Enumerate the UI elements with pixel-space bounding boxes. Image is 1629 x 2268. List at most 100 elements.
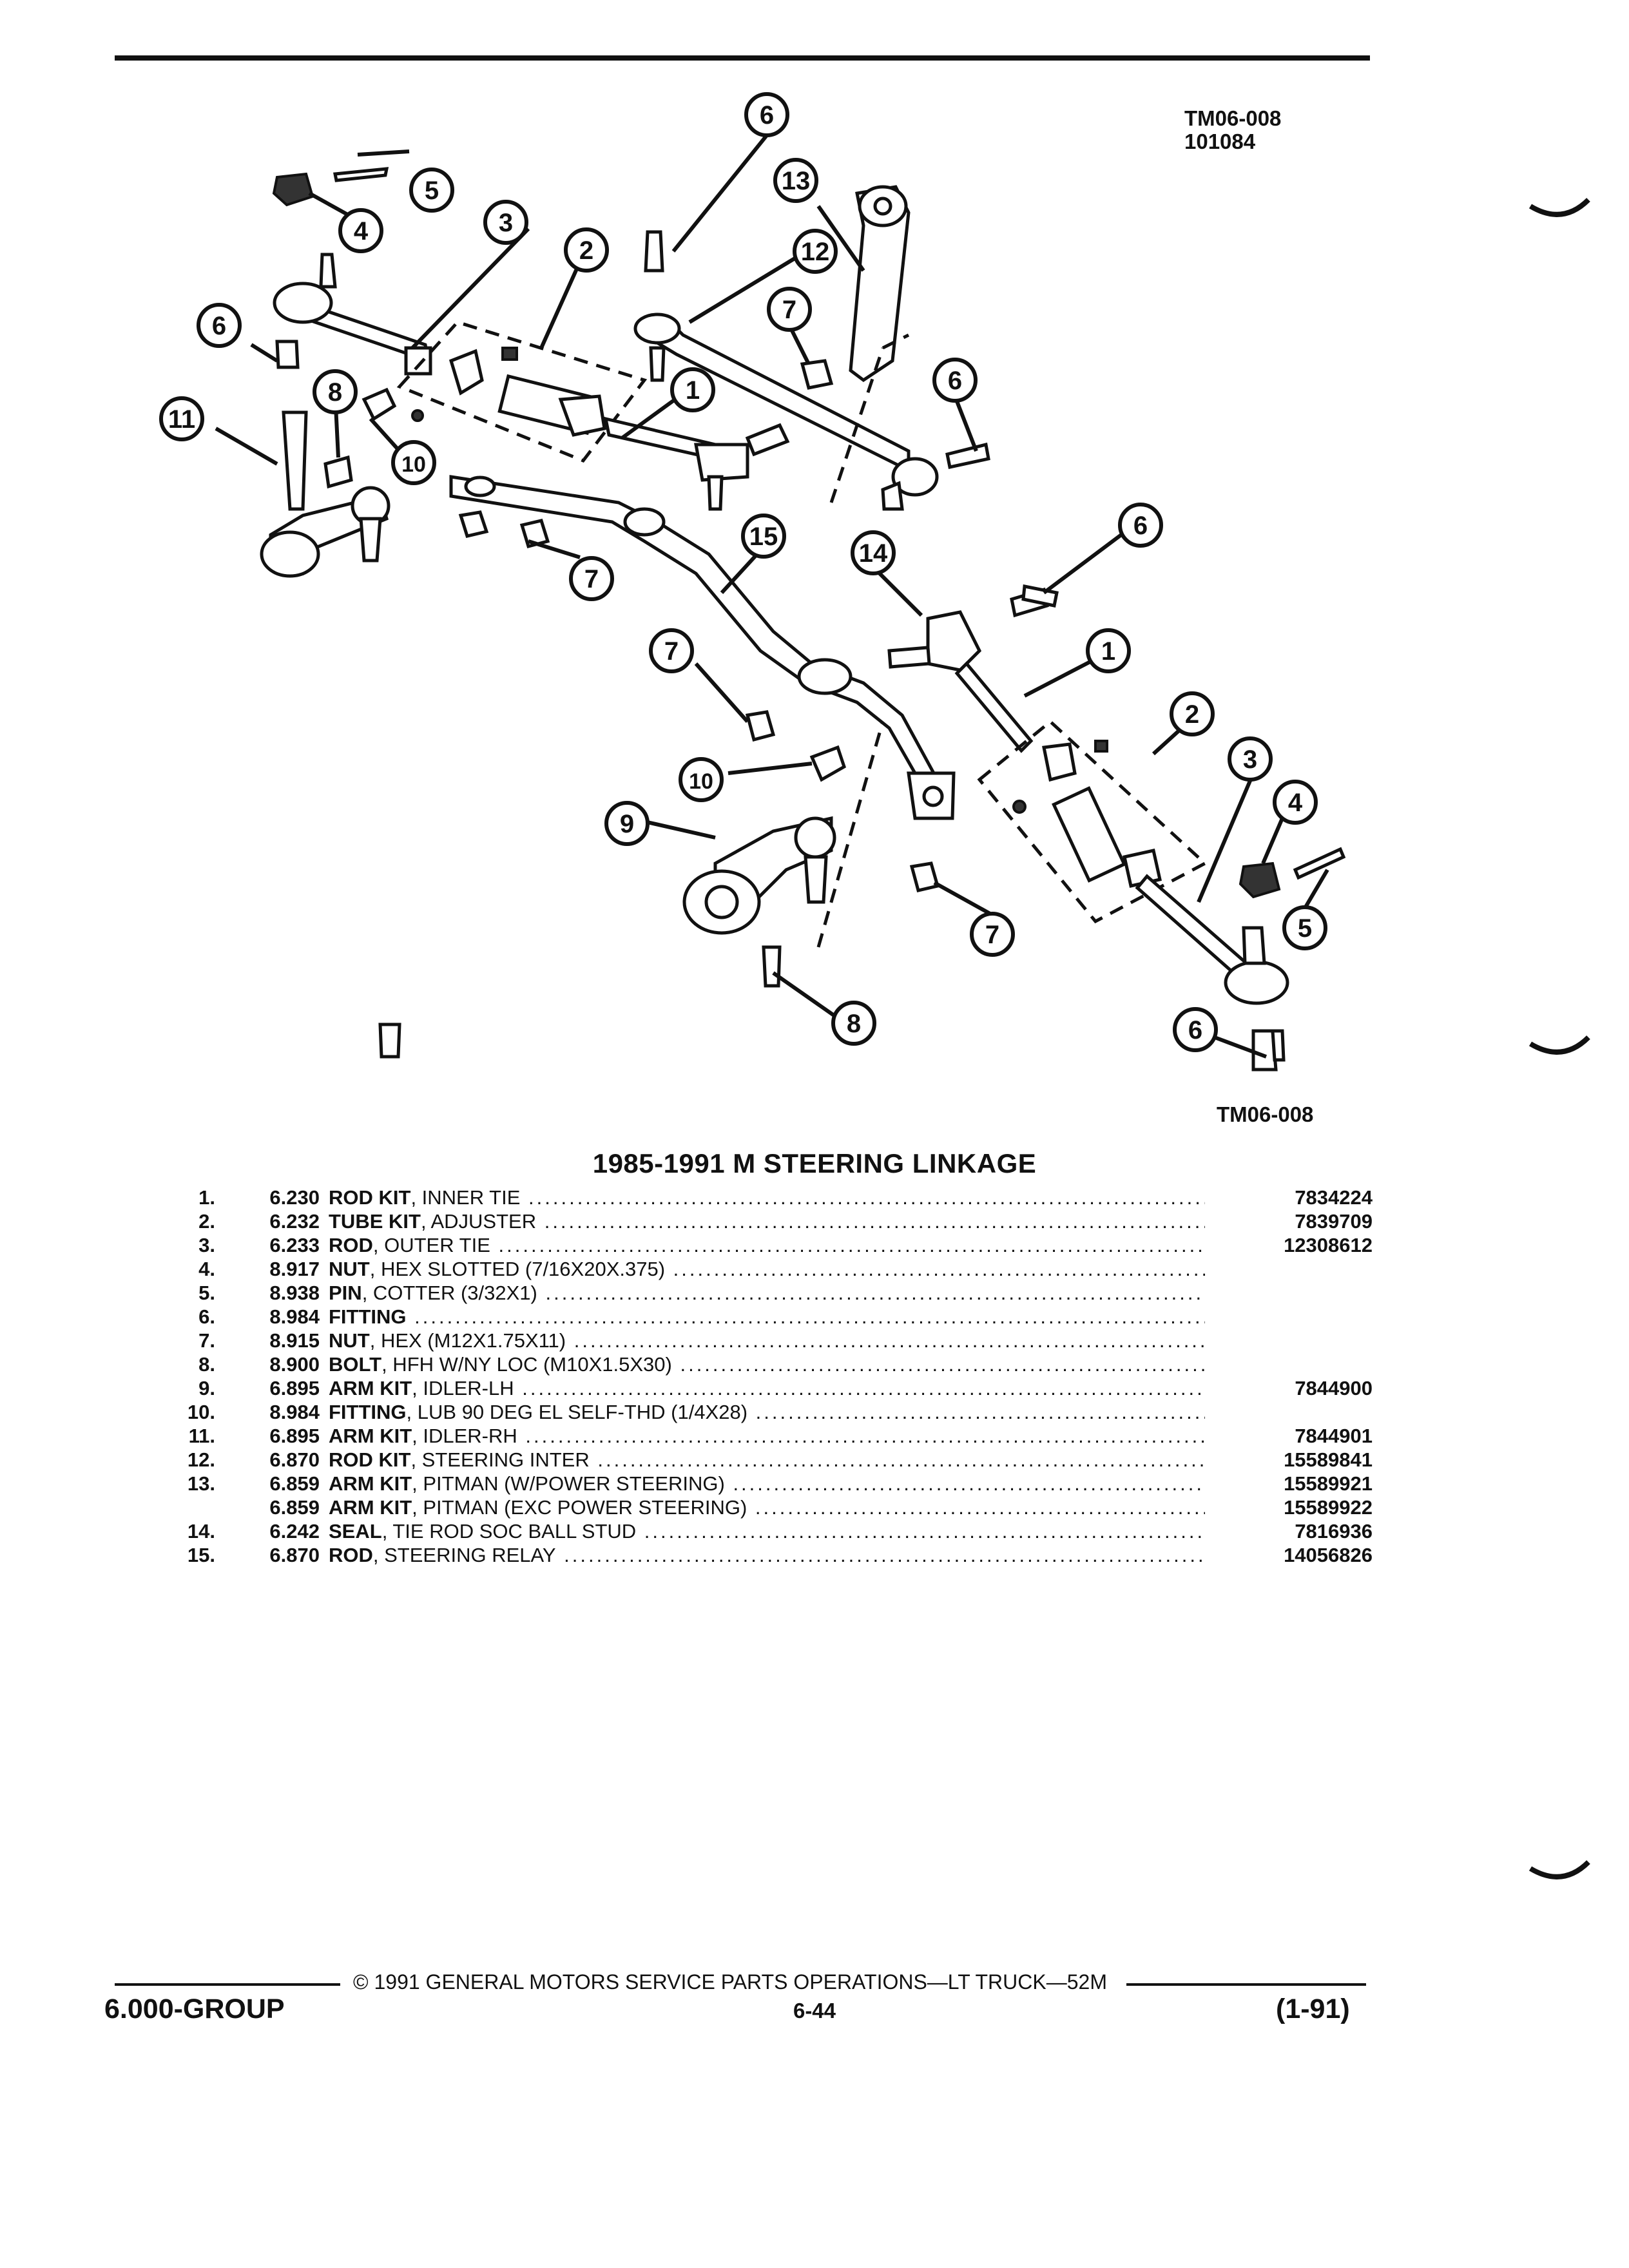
item-number: 12.	[187, 1448, 215, 1471]
group-number: 6.859	[269, 1496, 320, 1519]
group-label: 6.000-GROUP	[104, 1994, 285, 2024]
callout-10-upper: 10	[391, 440, 436, 485]
callout-label: 10	[689, 769, 713, 794]
item-name: ROD	[329, 1234, 373, 1256]
callout-7-center: 7	[649, 628, 694, 673]
callout-label: 8	[847, 1010, 861, 1038]
callout-label: 7	[584, 565, 599, 593]
item-detail: , STEERING RELAY	[372, 1544, 556, 1566]
section-title: 1985-1991 M STEERING LINKAGE	[592, 1148, 1037, 1178]
footer-rule-right	[1126, 1983, 1366, 1986]
upper-left-adjuster-tube	[396, 320, 648, 463]
callout-label: 11	[168, 405, 195, 434]
callout-label: 1	[686, 376, 700, 405]
callout-15: 15	[741, 514, 786, 559]
leader-dots: ........................................…	[522, 1377, 1205, 1399]
copyright-notice: © 1991 GENERAL MOTORS SERVICE PARTS OPER…	[353, 1970, 1107, 1994]
group-number: 8.984	[269, 1401, 320, 1423]
callout-2-upper: 2	[564, 227, 609, 273]
group-number: 8.915	[269, 1329, 320, 1352]
part-number: 15589922	[1284, 1496, 1373, 1519]
item-description: TUBE KIT, ADJUSTER .....................…	[329, 1209, 1205, 1233]
callout-6-top: 6	[744, 92, 789, 137]
item-description: ROD, STEERING RELAY ....................…	[329, 1543, 1205, 1567]
callout-1-lower: 1	[1086, 628, 1131, 673]
relay-rod-nuts	[458, 510, 940, 892]
group-number: 8.984	[269, 1305, 320, 1328]
item-number: 10.	[187, 1401, 215, 1423]
part-number: 15589841	[1284, 1448, 1373, 1471]
item-description: PIN, COTTER (3/32X1) ...................…	[329, 1281, 1205, 1305]
callout-label: 7	[985, 921, 999, 949]
item-name: SEAL	[329, 1520, 382, 1542]
leader-dots: ........................................…	[755, 1496, 1205, 1519]
callout-6-pitman: 6	[932, 358, 978, 403]
item-detail: , COTTER (3/32X1)	[361, 1282, 537, 1304]
upper-left-outer-tie-rod	[272, 167, 432, 376]
callout-1-upper: 1	[670, 367, 715, 412]
part-number: 7844900	[1295, 1377, 1373, 1399]
lower-adjuster-tube	[977, 719, 1208, 924]
leader-dots: ........................................…	[680, 1353, 1205, 1376]
leader-dots: ........................................…	[597, 1448, 1205, 1471]
callout-label: 10	[401, 452, 426, 477]
callout-label: 13	[782, 167, 811, 195]
callout-7-relay: 7	[569, 556, 614, 601]
leader-lines	[215, 134, 1329, 1059]
leader-dots: ........................................…	[733, 1472, 1205, 1495]
callout-8-upper: 8	[313, 369, 358, 414]
inner-tie-rod-lower	[887, 587, 1049, 753]
leader-dots: ........................................…	[644, 1520, 1205, 1542]
callout-label: 15	[749, 523, 778, 551]
item-description: ARM KIT, PITMAN (W/POWER STEERING) .....…	[329, 1472, 1205, 1495]
leader-dots: ........................................…	[528, 1186, 1205, 1209]
item-number: 3.	[198, 1234, 215, 1256]
item-detail: , PITMAN (W/POWER STEERING)	[412, 1472, 725, 1495]
item-name: ROD KIT	[329, 1448, 411, 1471]
item-detail: , HEX SLOTTED (7/16X20X.375)	[369, 1258, 666, 1280]
item-name: NUT	[329, 1258, 370, 1280]
callout-7-pitman: 7	[767, 287, 812, 332]
callout-3-upper: 3	[483, 200, 528, 245]
callout-label: 5	[1298, 914, 1312, 943]
item-detail: , INNER TIE	[410, 1186, 521, 1209]
item-number: 13.	[187, 1472, 215, 1495]
callout-14: 14	[851, 530, 896, 575]
group-number: 6.895	[269, 1377, 320, 1399]
binding-mark	[1528, 198, 1590, 217]
intermediate-rod	[633, 230, 990, 511]
part-number: 7839709	[1295, 1210, 1373, 1233]
top-rule	[115, 55, 1370, 61]
leader-dots: ........................................…	[498, 1234, 1205, 1256]
group-number: 6.242	[269, 1520, 320, 1542]
item-detail: , TIE ROD SOC BALL STUD	[381, 1520, 637, 1542]
upper-left-idler-arm	[260, 340, 397, 578]
callout-label: 4	[354, 217, 369, 245]
figure-ref-top: TM06-008	[1184, 106, 1282, 130]
item-number: 6.	[198, 1305, 215, 1328]
item-description: NUT, HEX SLOTTED (7/16X20X.375) ........…	[329, 1257, 1205, 1281]
item-number: 9.	[198, 1377, 215, 1399]
leader-dots: ........................................…	[574, 1329, 1205, 1352]
part-number: 7834224	[1295, 1186, 1373, 1209]
group-number: 8.900	[269, 1353, 320, 1376]
item-name: BOLT	[329, 1353, 382, 1376]
part-number: 7816936	[1295, 1520, 1373, 1542]
callout-label: 2	[1185, 700, 1199, 729]
group-number: 6.859	[269, 1472, 320, 1495]
callout-label: 2	[579, 236, 593, 265]
callout-label: 6	[760, 101, 774, 130]
leader-dots: ........................................…	[545, 1282, 1205, 1304]
callout-label: 4	[1288, 789, 1303, 817]
callout-10-lower: 10	[679, 757, 724, 802]
part-number: 15589921	[1284, 1472, 1373, 1495]
item-description: ROD, OUTER TIE .........................…	[329, 1233, 1205, 1257]
callout-5-lower: 5	[1282, 905, 1327, 950]
callout-label: 6	[948, 367, 962, 395]
item-name: ROD	[329, 1544, 373, 1566]
